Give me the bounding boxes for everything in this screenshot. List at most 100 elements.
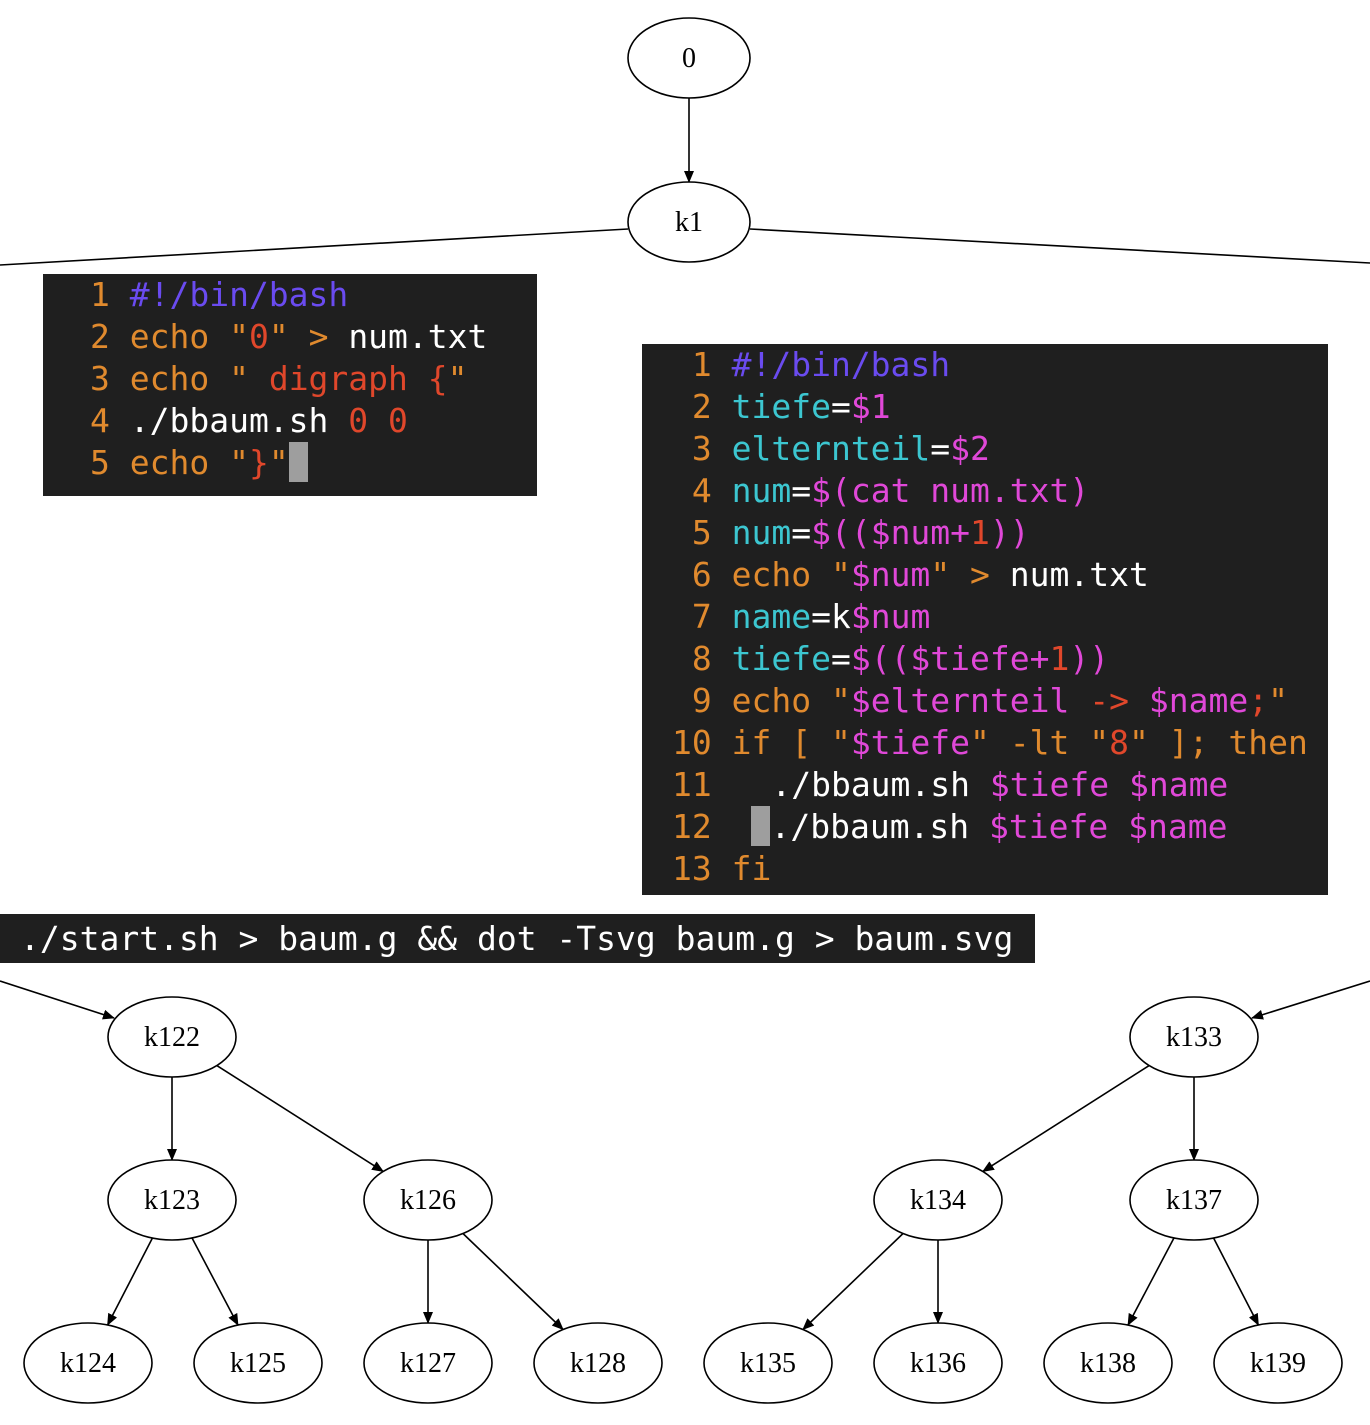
code-token: echo " [129,359,249,398]
line-number: 3 [90,359,110,398]
node-k128: k128 [533,1322,663,1404]
edge-k133-k134 [981,1064,1150,1173]
node-k133: k133 [1129,996,1259,1078]
code-token: ./bbaum.sh [129,401,349,440]
line-number: 9 [691,681,712,720]
code-token: echo " [731,555,851,594]
node-ellipse [703,1322,833,1404]
node-ellipse [363,1322,493,1404]
code-line: 12 ./bbaum.sh $tiefe $name [672,806,1328,848]
code-token: " [268,443,289,482]
node-label: k139 [1250,1348,1306,1379]
line-number: 13 [672,849,712,888]
node-label: k135 [740,1348,796,1379]
code-token [732,807,752,846]
code-token: } [248,443,269,482]
node-ellipse [107,1159,237,1241]
code-token: " > [268,317,349,356]
line-number: 8 [691,639,712,678]
node-k134: k134 [873,1159,1003,1241]
code-token: $num [850,597,931,636]
code-line: 3 elternteil=$2 [672,428,1328,470]
code-line: 4 ./bbaum.sh 0 0 [90,400,537,442]
code-token: $(cat num.txt) [811,471,1090,510]
node-label: k123 [144,1185,200,1216]
code-token: #!/bin/bash [129,275,349,314]
code-line: 5 num=$(($num+1)) [672,512,1328,554]
line-number: 5 [90,443,110,482]
node-label: k138 [1080,1348,1136,1379]
terminal-command: ./start.sh > baum.g && dot -Tsvg baum.g … [0,914,1035,963]
code-token: = [791,513,812,552]
edge-into-k133 [1251,980,1370,1020]
edge-k1-right [749,228,1370,264]
node-label: k122 [144,1022,200,1053]
node-k124: k124 [23,1322,153,1404]
text-cursor [288,442,308,482]
node-label: k126 [400,1185,456,1216]
text-cursor [751,806,771,846]
code-token: = [791,471,812,510]
code-token: $tiefe [850,723,971,762]
code-token: $(($num+ [811,513,971,552]
line-number: 7 [691,597,712,636]
code-token: tiefe [731,639,831,678]
code-line: 9 echo "$elternteil -> $name;" [672,680,1328,722]
line-number: 6 [691,555,712,594]
node-k122: k122 [107,996,237,1078]
code-token: digraph { [248,359,448,398]
node-ellipse [193,1322,323,1404]
line-number: 4 [90,401,110,440]
edge-k137-k139 [1212,1237,1260,1326]
edge-k137-k138 [1127,1237,1175,1326]
code-token: $1 [850,387,891,426]
code-token: echo " [129,443,249,482]
edge-k1-left [0,228,629,266]
code-token: ./bbaum.sh [731,765,990,804]
code-token: $elternteil [850,681,1090,720]
code-line: 8 tiefe=$(($tiefe+1)) [672,638,1328,680]
code-line: 4 num=$(cat num.txt) [672,470,1328,512]
line-number: 10 [672,723,712,762]
line-number: 2 [90,317,110,356]
code-token: k [830,597,851,636]
code-token: " ]; then [1129,723,1308,762]
node-ellipse [363,1159,493,1241]
code-token: #!/bin/bash [731,345,951,384]
code-token: $2 [950,429,990,468]
line-number: 5 [691,513,712,552]
code-token: num [731,471,792,510]
node-ellipse [23,1322,153,1404]
node-k125: k125 [193,1322,323,1404]
line-number: 12 [672,807,712,846]
code-token: 1 [1049,639,1070,678]
code-token: = [830,387,851,426]
code-line: 13 fi [672,848,1328,890]
code-token: $(($tiefe+ [850,639,1050,678]
node-ellipse [627,17,751,99]
node-label: k136 [910,1348,966,1379]
code-line: 2 echo "0" > num.txt [90,316,537,358]
code-token: -> [1089,681,1129,720]
code-token: num.txt [348,317,488,356]
node-k126: k126 [363,1159,493,1241]
code-token: = [811,597,831,636]
code-token: $num [850,555,931,594]
node-k135: k135 [703,1322,833,1404]
node-k138: k138 [1043,1322,1173,1404]
code-line: 1 #!/bin/bash [90,274,537,316]
node-k1: k1 [627,181,751,263]
code-token: $name [1129,681,1249,720]
line-number: 11 [672,765,712,804]
code-line: 3 echo " digraph {" [90,358,537,400]
code-line: 5 echo "}" [90,442,537,484]
line-number: 3 [691,429,712,468]
node-label: 0 [682,43,696,74]
code-line: 7 name=k$num [672,596,1328,638]
code-token: = [830,639,851,678]
code-token: elternteil [731,429,931,468]
code-token: 0 [248,317,269,356]
code-token: " > [930,555,1010,594]
code-token: " [447,359,468,398]
